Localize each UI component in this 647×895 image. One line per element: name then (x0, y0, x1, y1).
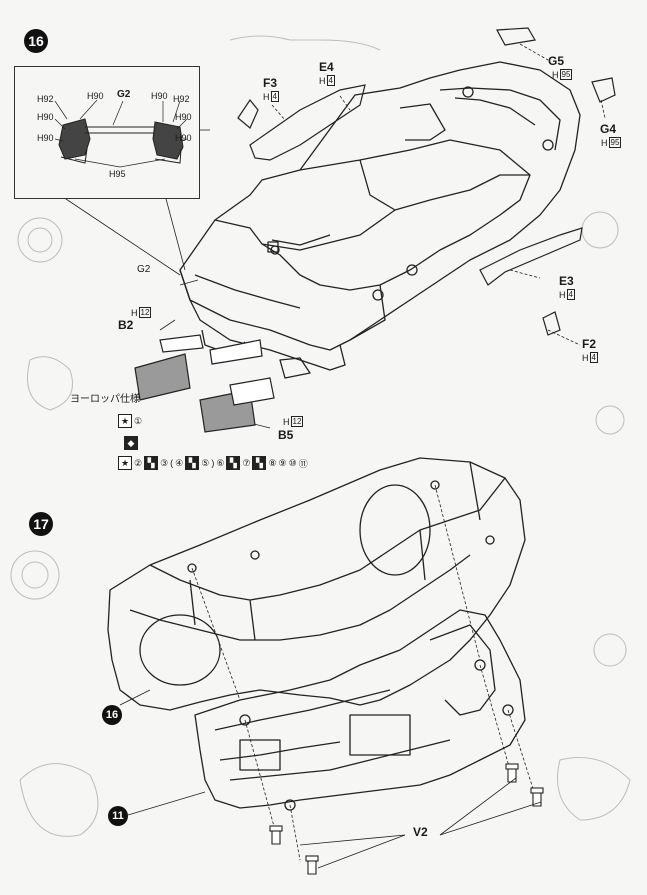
part-label-g5: G5 (548, 54, 565, 68)
step-17-badge: 17 (29, 512, 53, 536)
part-label-b5: B5 (278, 428, 294, 442)
paren-open: ( (170, 458, 174, 468)
part-label-g2: G2 (137, 264, 151, 275)
diamond-checker-icon: ◆ (124, 436, 138, 450)
sequence-number: ① (134, 415, 143, 426)
reference-step-16: 16 (102, 705, 122, 725)
sequence-number: ⑧ (268, 457, 277, 468)
part-label-v2: V2 (413, 825, 428, 839)
star-icon: ★ (118, 456, 132, 470)
europe-spec-note: ヨーロッパ仕様 (70, 394, 140, 405)
part-label-g4: G4 (600, 122, 617, 136)
paren-close: ) (211, 458, 215, 468)
detail-inset-g2: G2 H92 H90 H90 H92 H90 H90 H90 H90 H95 (14, 66, 200, 199)
part-label-b2: B2 (118, 318, 134, 332)
sequence-number: ⑪ (298, 458, 308, 469)
marker-row-1: ★ ① (118, 414, 142, 428)
marker-row-3: ★ ② ▚ ③ ( ④ ▚ ⑤ ) ⑥ ▚ ⑦ ▚ ⑧ ⑨ ⑩ ⑪ (118, 456, 308, 470)
star-icon: ★ (118, 414, 132, 428)
inset-label: H90 (175, 112, 192, 122)
inset-part-label: G2 (117, 89, 131, 100)
inset-label: H90 (87, 91, 104, 101)
sequence-number: ④ (175, 457, 184, 468)
marker-row-2: ◆ (124, 436, 138, 450)
sequence-number: ⑩ (288, 457, 297, 468)
checker-icon: ▚ (252, 456, 267, 470)
inset-drawing (54, 99, 188, 168)
sequence-number: ⑨ (278, 457, 287, 468)
reference-step-11: 11 (108, 806, 128, 826)
inset-label: H92 (173, 94, 190, 104)
sequence-number: ③ (160, 457, 169, 468)
part-label-e3: E3 (559, 274, 574, 288)
sequence-number: ② (134, 457, 143, 468)
checker-icon: ▚ (185, 456, 200, 470)
part-label-e4: E4 (319, 60, 334, 74)
inset-label: H90 (37, 133, 54, 143)
sequence-number: ⑦ (242, 457, 251, 468)
inset-label: H90 (175, 133, 192, 143)
checker-icon: ▚ (144, 456, 159, 470)
part-label-f2: F2 (582, 337, 597, 351)
inset-label: H95 (109, 169, 126, 179)
inset-label: H92 (37, 94, 54, 104)
checker-icon: ▚ (226, 456, 241, 470)
inset-label: H90 (37, 112, 54, 122)
sequence-number: ⑤ (201, 457, 210, 468)
step-16-badge: 16 (24, 29, 48, 53)
inset-label: H90 (151, 91, 168, 101)
part-label-f3: F3 (263, 76, 278, 90)
sequence-number: ⑥ (216, 457, 225, 468)
